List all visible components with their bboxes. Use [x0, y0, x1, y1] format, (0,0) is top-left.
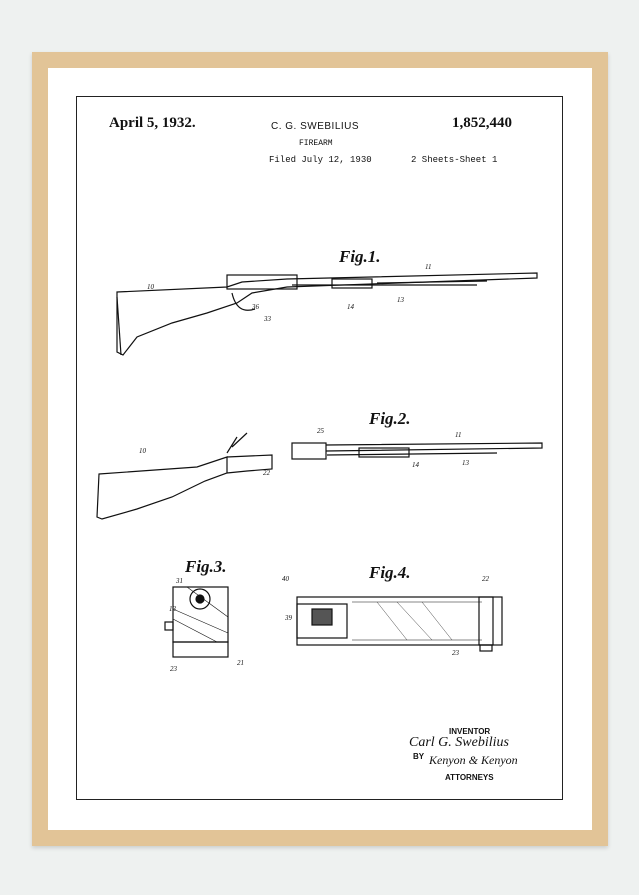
filed-date: Filed July 12, 1930 [269, 155, 372, 165]
attorney-signature: Kenyon & Kenyon [429, 753, 518, 767]
svg-text:31: 31 [175, 577, 183, 585]
patent-number: 1,852,440 [452, 115, 512, 131]
svg-text:11: 11 [425, 263, 431, 271]
fig4-label: Fig.4. [369, 563, 411, 582]
svg-text:13: 13 [397, 296, 405, 304]
svg-text:36: 36 [251, 303, 260, 311]
svg-text:14: 14 [412, 461, 420, 469]
fig2-label: Fig.2. [369, 409, 411, 428]
inventor-name: C. G. SWEBILIUS [271, 121, 360, 132]
by-label: BY [413, 752, 425, 761]
fig3-label: Fig.3. [185, 557, 227, 576]
svg-text:22: 22 [263, 469, 271, 477]
patent-sheet: April 5, 1932. C. G. SWEBILIUS 1,852,440… [76, 96, 563, 800]
inventor-label: INVENTOR [449, 727, 491, 736]
fig1-label: Fig.1. [339, 247, 381, 266]
svg-text:13: 13 [462, 459, 470, 467]
svg-text:13: 13 [169, 605, 177, 613]
fig3-section-drawing [164, 586, 229, 658]
svg-text:39: 39 [284, 614, 293, 622]
fig1-rifle-drawing [116, 272, 538, 356]
svg-text:11: 11 [455, 431, 461, 439]
sheet-count: 2 Sheets-Sheet 1 [411, 155, 498, 165]
svg-text:22: 22 [482, 575, 490, 583]
patent-date: April 5, 1932. [109, 115, 196, 131]
svg-text:10: 10 [139, 447, 147, 455]
svg-text:40: 40 [282, 575, 290, 583]
fig4-assembly-drawing [296, 596, 503, 652]
inventor-signature: Carl G. Swebilius [409, 735, 509, 750]
patent-title: FIREARM [299, 139, 333, 148]
svg-text:10: 10 [147, 283, 155, 291]
fig2-rifle-drawing [96, 432, 543, 520]
svg-text:25: 25 [317, 427, 325, 435]
svg-text:21: 21 [237, 659, 244, 667]
attorneys-label: ATTORNEYS [445, 773, 494, 782]
svg-text:33: 33 [263, 315, 272, 323]
svg-text:23: 23 [170, 665, 178, 673]
svg-text:23: 23 [452, 649, 460, 657]
svg-text:14: 14 [347, 303, 355, 311]
